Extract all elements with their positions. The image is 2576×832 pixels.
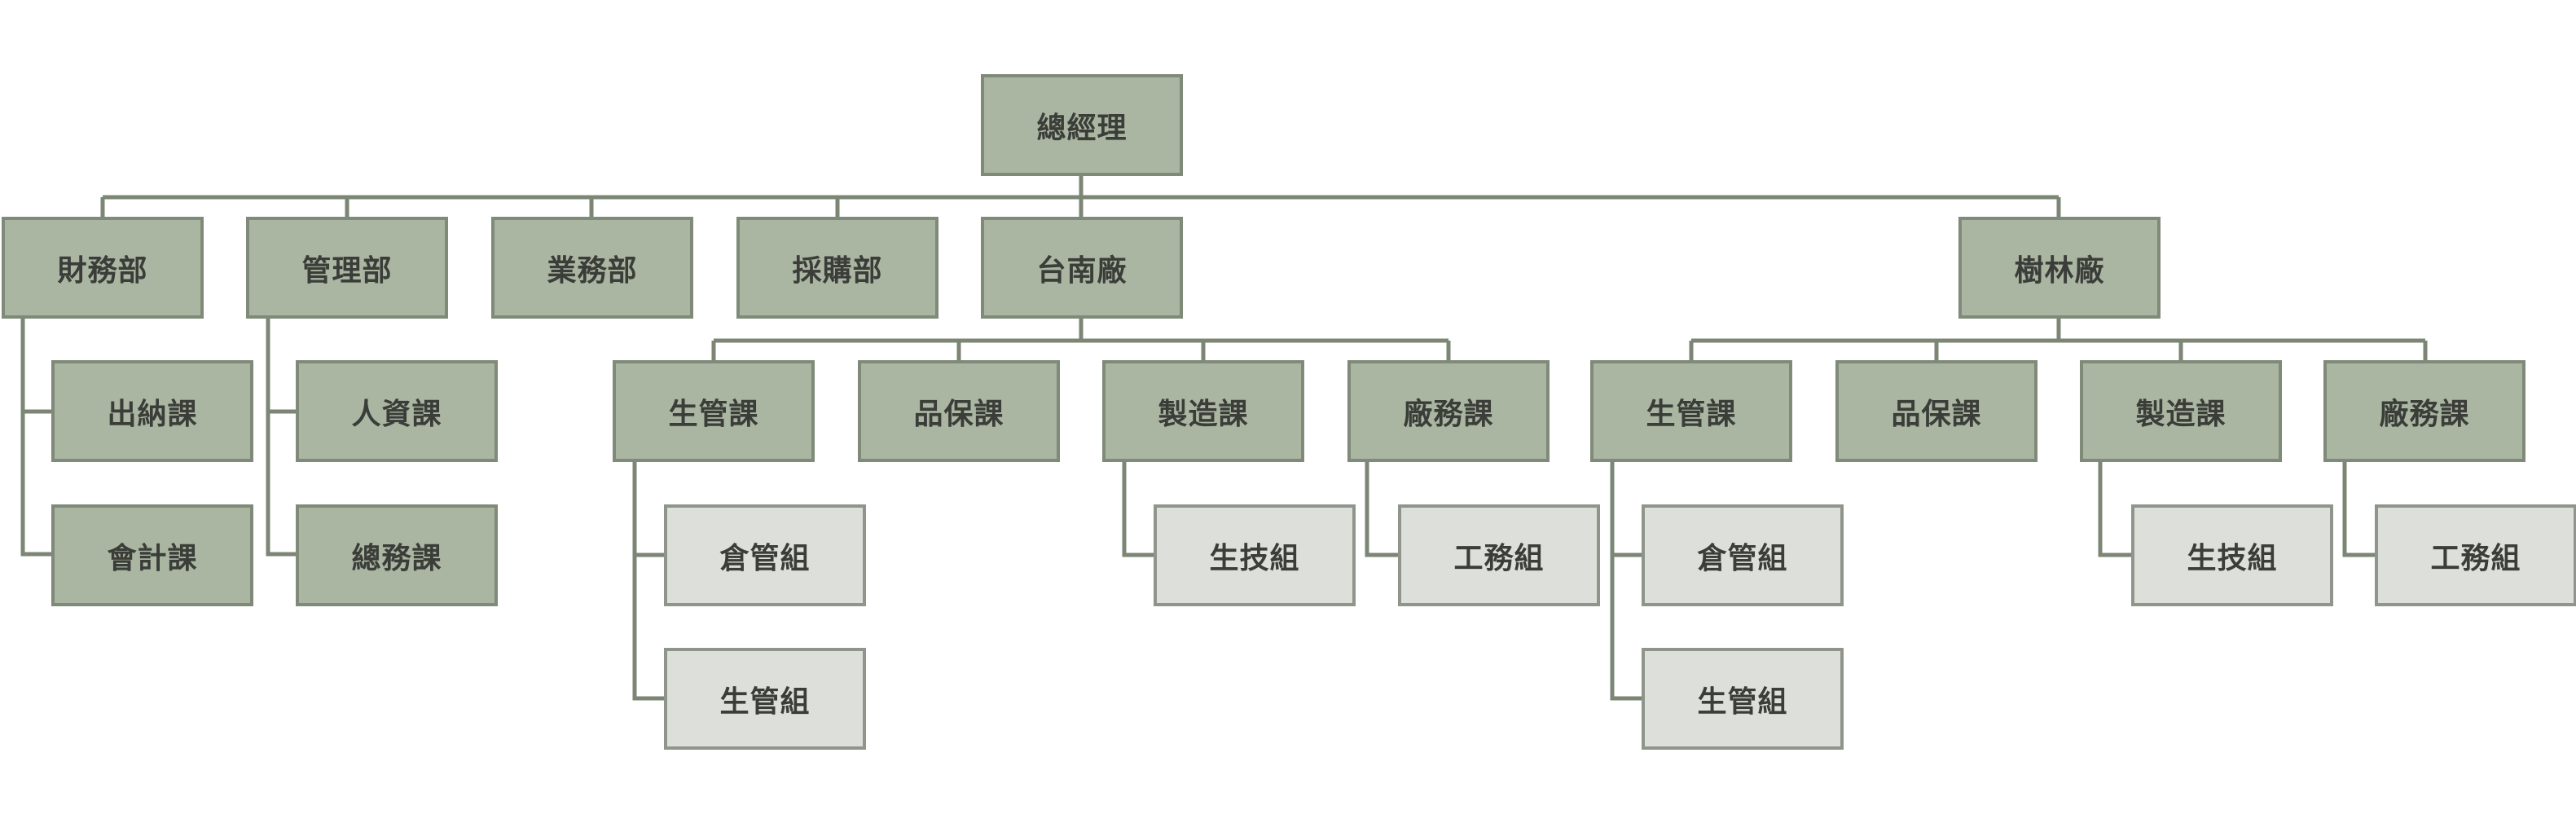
node-general-affairs-section: 總務課: [296, 504, 498, 606]
node-shulin-quality: 品保課: [1835, 360, 2038, 462]
node-tainan-warehouse-group: 倉管組: [664, 504, 866, 606]
node-cashier-section: 出納課: [51, 360, 253, 462]
node-shulin-works-group: 工務組: [2375, 504, 2576, 606]
node-management-dept: 管理部: [246, 217, 448, 319]
node-tainan-plant: 台南廠: [981, 217, 1183, 319]
node-purchasing-dept: 採購部: [736, 217, 939, 319]
node-shulin-warehouse-group: 倉管組: [1642, 504, 1844, 606]
node-shulin-manufacturing: 製造課: [2080, 360, 2282, 462]
node-hr-section: 人資課: [296, 360, 498, 462]
node-accounting-section: 會計課: [51, 504, 253, 606]
node-shulin-plant: 樹林廠: [1958, 217, 2161, 319]
node-shulin-production-control: 生管課: [1590, 360, 1792, 462]
node-shulin-plant-affairs: 廠務課: [2323, 360, 2525, 462]
node-tainan-quality: 品保課: [858, 360, 1060, 462]
node-finance-dept: 財務部: [2, 217, 204, 319]
node-shulin-production-group: 生管組: [1642, 648, 1844, 750]
node-general-manager: 總經理: [981, 74, 1183, 176]
node-sales-dept: 業務部: [491, 217, 693, 319]
node-tainan-plant-affairs: 廠務課: [1347, 360, 1550, 462]
node-tainan-manufacturing: 製造課: [1102, 360, 1304, 462]
node-tainan-production-control: 生管課: [613, 360, 815, 462]
node-tainan-tech-group: 生技組: [1154, 504, 1356, 606]
node-shulin-tech-group: 生技組: [2131, 504, 2333, 606]
node-tainan-works-group: 工務組: [1398, 504, 1600, 606]
node-tainan-production-group: 生管組: [664, 648, 866, 750]
